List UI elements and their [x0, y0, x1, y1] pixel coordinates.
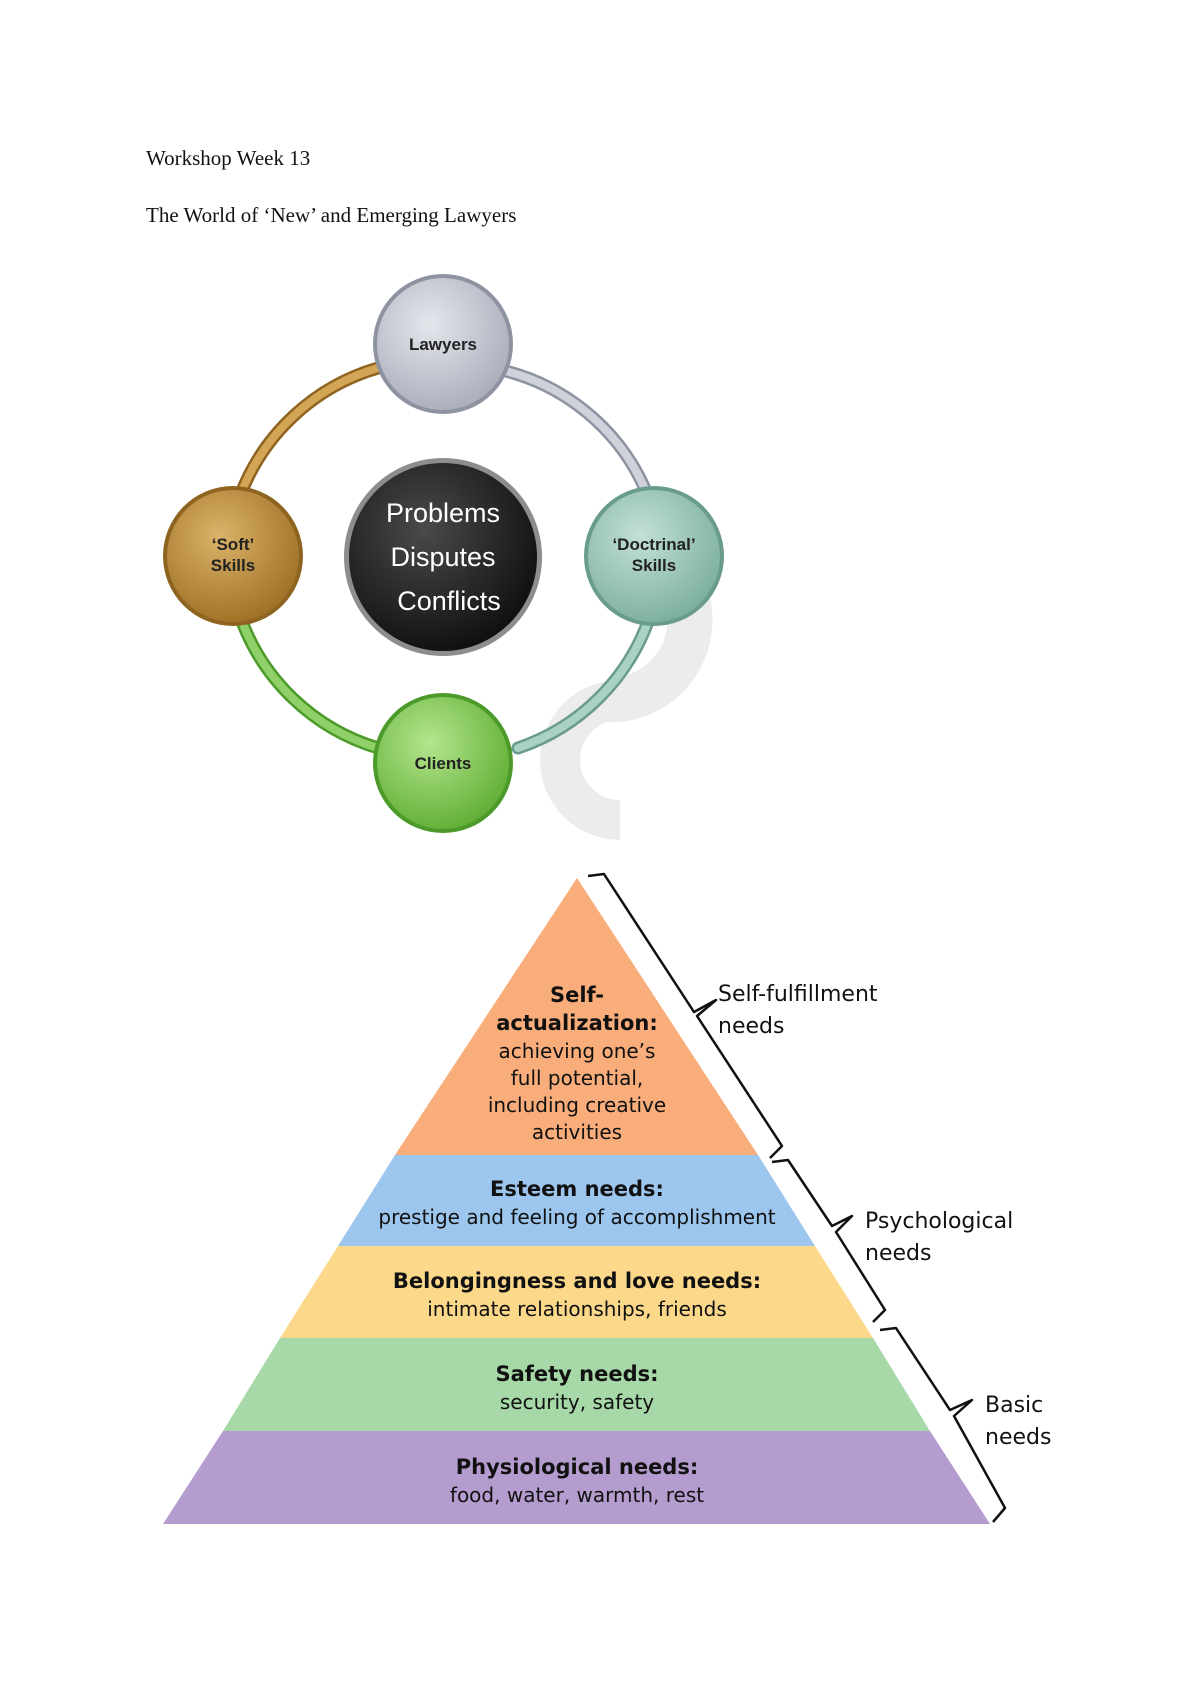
self-actualization-desc-3: including creative [488, 1093, 666, 1117]
pyramid-level-safety [223, 1338, 930, 1431]
node-label-clients: Clients [415, 754, 472, 773]
node-label-lawyers: Lawyers [409, 335, 477, 354]
center-label-disputes: Disputes [390, 542, 495, 572]
node-doctrinal-skills: ‘Doctrinal’ Skills [584, 486, 724, 626]
node-lawyers: Lawyers [373, 274, 513, 414]
needs-pyramid: Physiological needs: food, water, warmth… [163, 878, 990, 1524]
esteem-desc: prestige and feeling of accomplishment [378, 1205, 775, 1229]
node-label-doctrinal-skills: Skills [632, 556, 676, 575]
arc-clients-soft [233, 609, 385, 755]
safety-desc: security, safety [500, 1390, 654, 1414]
bracket-psychological [771, 1158, 887, 1323]
safety-title: Safety needs: [495, 1362, 658, 1386]
bracket-label-psychological-1: Psychological [865, 1209, 1013, 1234]
bracket-label-basic-1: Basic [985, 1393, 1043, 1418]
pyramid-level-physiological [163, 1431, 990, 1524]
physiological-desc: food, water, warmth, rest [450, 1483, 704, 1507]
bracket-label-self-fulfillment-2: needs [718, 1014, 784, 1039]
node-label-soft: ‘Soft’ [212, 535, 255, 554]
bracket-label-basic-2: needs [985, 1425, 1051, 1450]
node-clients: Clients [373, 693, 513, 833]
bracket-self-fulfillment [587, 872, 784, 1159]
bracket-label-self-fulfillment-1: Self-fulfillment [718, 982, 878, 1007]
self-actualization-title-1: Self- [550, 983, 604, 1007]
center-label-conflicts: Conflicts [397, 586, 501, 616]
pyramid-level-self-actualization [395, 878, 758, 1155]
need-brackets [587, 872, 1007, 1523]
pyramid-level-esteem [338, 1155, 815, 1246]
arc-soft-lawyers [233, 361, 385, 503]
bracket-label-psychological-2: needs [865, 1241, 931, 1266]
self-actualization-desc-4: activities [532, 1120, 622, 1144]
document-subtitle: The World of ‘New’ and Emerging Lawyers [146, 203, 517, 227]
arc-lawyers-doctrinal [485, 361, 655, 503]
belongingness-title: Belongingness and love needs: [393, 1269, 761, 1293]
cycle-ring [233, 361, 657, 755]
node-soft-skills: ‘Soft’ Skills [163, 486, 303, 626]
pyramid-level-belongingness [280, 1246, 873, 1338]
node-label-soft-skills: Skills [211, 556, 255, 575]
belongingness-desc: intimate relationships, friends [427, 1297, 726, 1321]
self-actualization-title-2: actualization: [496, 1011, 658, 1035]
bracket-basic [879, 1326, 1007, 1523]
self-actualization-desc-1: achieving one’s [499, 1039, 656, 1063]
node-label-doctrinal: ‘Doctrinal’ [612, 535, 695, 554]
physiological-title: Physiological needs: [456, 1455, 699, 1479]
self-actualization-desc-2: full potential, [511, 1066, 644, 1090]
center-circle: Problems Disputes Conflicts [344, 458, 542, 656]
esteem-title: Esteem needs: [490, 1177, 664, 1201]
document-title: Workshop Week 13 [146, 146, 311, 170]
center-label-problems: Problems [386, 498, 500, 528]
